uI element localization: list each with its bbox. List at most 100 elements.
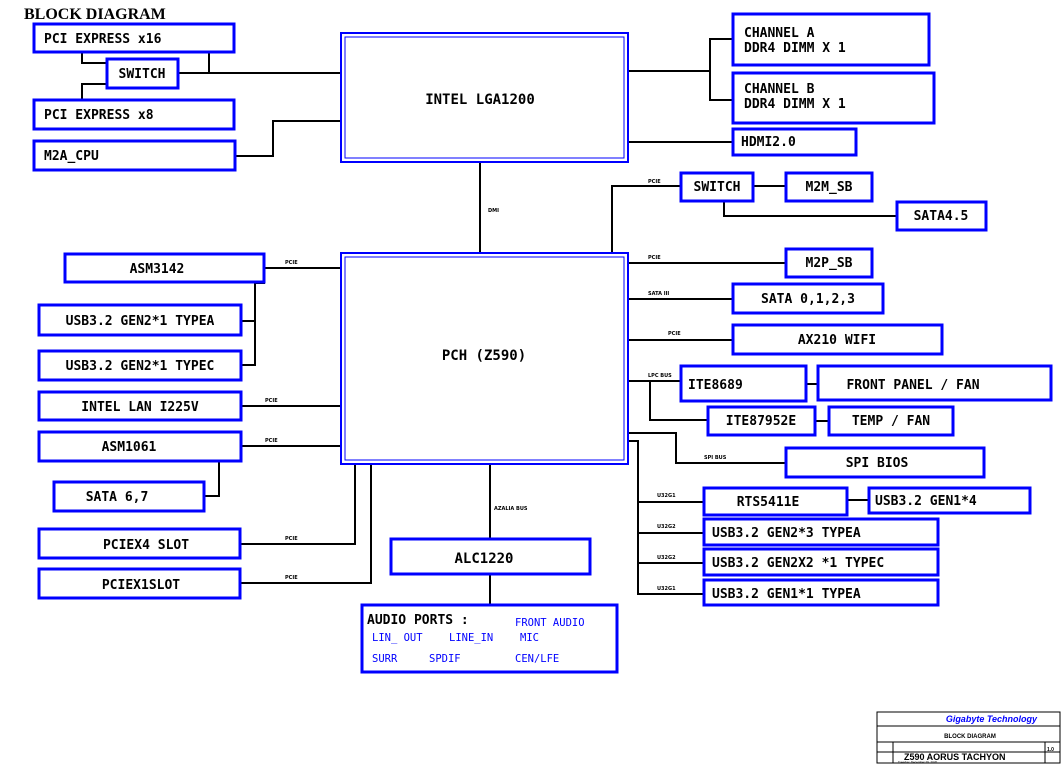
sata67-block: SATA 6,7 xyxy=(52,480,206,513)
alc1220-block: ALC1220 xyxy=(389,537,592,576)
front-panel-fan-block: FRONT PANEL / FAN xyxy=(816,364,1053,402)
bus-label-u32g2-b: U32G2 xyxy=(657,555,676,561)
bus-label-dmi: DMI xyxy=(488,208,499,214)
m2a-cpu-label: M2A_CPU xyxy=(44,149,99,164)
usb-gen1x1-block: USB3.2 GEN1*1 TYPEA xyxy=(702,578,940,607)
usb-typea-label: USB3.2 GEN2*1 TYPEA xyxy=(66,314,215,329)
bus-label-pcie-wifi: PCIE xyxy=(668,331,681,337)
rts5411e-label: RTS5411E xyxy=(737,495,800,510)
asm3142-label: ASM3142 xyxy=(130,262,185,277)
audio-surr: SURR xyxy=(372,653,398,665)
channel-a-line2: DDR4 DIMM X 1 xyxy=(744,41,846,56)
usb-gen2x3-block: USB3.2 GEN2*3 TYPEA xyxy=(702,517,940,547)
sata45-block: SATA4.5 xyxy=(895,200,988,232)
pci-x8-block: PCI EXPRESS x8 xyxy=(32,98,236,131)
pciex4-block: PCIEX4 SLOT xyxy=(37,527,242,560)
ite8689-label: ITE8689 xyxy=(688,378,743,393)
model-name: Z590 AORUS TACHYON xyxy=(904,752,1006,762)
lan-label: INTEL LAN I225V xyxy=(81,400,199,415)
switch-top-label: SWITCH xyxy=(119,67,166,82)
bus-label-azalia: AZALIA BUS xyxy=(494,506,528,512)
bus-label-sata3: SATA III xyxy=(648,291,669,297)
bus-label-pcie-x1: PCIE xyxy=(285,575,298,581)
hdmi-block: HDMI2.0 xyxy=(731,127,858,157)
bus-label-lpc: LPC BUS xyxy=(648,373,672,379)
bus-label-pcie-asm1061: PCIE xyxy=(265,438,278,444)
rts5411e-block: RTS5411E xyxy=(702,486,849,517)
bus-label-spi: SPI BUS xyxy=(704,455,727,461)
sata67-label: SATA 6,7 xyxy=(86,490,149,505)
usb-gen2x2-label: USB3.2 GEN2X2 *1 TYPEC xyxy=(712,556,884,571)
revision: 1.0 xyxy=(1047,747,1054,753)
temp-fan-block: TEMP / FAN xyxy=(827,405,955,437)
m2a-cpu-block: M2A_CPU xyxy=(32,139,237,172)
m2p-sb-block: M2P_SB xyxy=(784,247,874,279)
usb-gen2x3-label: USB3.2 GEN2*3 TYPEA xyxy=(712,526,861,541)
ite87952e-block: ITE87952E xyxy=(706,405,817,437)
temp-fan-label: TEMP / FAN xyxy=(852,414,930,429)
bus-label-pcie-asm3142: PCIE xyxy=(285,260,298,266)
audio-lin-out: LIN_ OUT xyxy=(372,632,423,644)
sheet-title: BLOCK DIAGRAM xyxy=(944,734,996,740)
channel-b-line1: CHANNEL B xyxy=(744,82,815,97)
ax210-block: AX210 WIFI xyxy=(731,323,944,356)
switch-right-label: SWITCH xyxy=(694,180,741,195)
company-name: Gigabyte Technology xyxy=(946,714,1038,724)
pci-x16-label: PCI EXPRESS x16 xyxy=(44,32,162,47)
channel-a-line1: CHANNEL A xyxy=(744,26,815,41)
audio-line-in: LINE_IN xyxy=(449,632,493,644)
cpu-label: INTEL LGA1200 xyxy=(425,92,535,108)
ite8689-block: ITE8689 xyxy=(679,364,808,403)
lan-block: INTEL LAN I225V xyxy=(37,390,243,422)
switch-top-block: SWITCH xyxy=(105,57,180,90)
audio-front: FRONT AUDIO xyxy=(515,617,585,629)
usb-typec-block: USB3.2 GEN2*1 TYPEC xyxy=(37,349,243,382)
asm3142-block: ASM3142 xyxy=(63,252,266,284)
usb-gen1x1-label: USB3.2 GEN1*1 TYPEA xyxy=(712,587,861,602)
pch-label: PCH (Z590) xyxy=(442,348,526,364)
front-panel-fan-label: FRONT PANEL / FAN xyxy=(846,378,979,393)
bus-label-u32g1-b: U32G1 xyxy=(657,586,676,592)
bus-label-u32g2-a: U32G2 xyxy=(657,524,676,530)
pci-x16-block: PCI EXPRESS x16 xyxy=(32,22,236,54)
channel-a-block: CHANNEL A DDR4 DIMM X 1 xyxy=(731,12,931,67)
usb-gen1x4-label: USB3.2 GEN1*4 xyxy=(875,494,977,509)
audio-mic: MIC xyxy=(520,632,539,644)
asm1061-block: ASM1061 xyxy=(37,430,243,463)
spi-bios-block: SPI BIOS xyxy=(784,446,986,479)
hdmi-label: HDMI2.0 xyxy=(741,135,796,150)
pch-block: PCH (Z590) xyxy=(340,252,629,465)
m2m-sb-block: M2M_SB xyxy=(784,171,874,203)
channel-b-line2: DDR4 DIMM X 1 xyxy=(744,97,846,112)
bus-label-u32g1-a: U32G1 xyxy=(657,493,676,499)
sata0123-block: SATA 0,1,2,3 xyxy=(731,282,885,315)
m2p-sb-label: M2P_SB xyxy=(806,256,853,271)
switch-right-block: SWITCH xyxy=(679,171,755,203)
audio-heading: AUDIO PORTS : xyxy=(367,613,469,628)
pci-x8-label: PCI EXPRESS x8 xyxy=(44,108,154,123)
pciex1-label: PCIEX1SLOT xyxy=(102,578,180,593)
audio-cen-lfe: CEN/LFE xyxy=(515,653,559,665)
ite87952e-label: ITE87952E xyxy=(726,414,796,429)
sheet-date: Tuesday, December 29, 2020 xyxy=(898,760,938,764)
asm1061-label: ASM1061 xyxy=(102,440,157,455)
m2m-sb-label: M2M_SB xyxy=(806,180,853,195)
usb-typea-block: USB3.2 GEN2*1 TYPEA xyxy=(37,303,243,337)
cpu-block: INTEL LGA1200 xyxy=(340,32,629,163)
bus-label-pcie-m2p: PCIE xyxy=(648,255,661,261)
sata45-label: SATA4.5 xyxy=(914,209,969,224)
sata0123-label: SATA 0,1,2,3 xyxy=(761,292,855,307)
audio-spdif: SPDIF xyxy=(429,653,461,665)
usb-typec-label: USB3.2 GEN2*1 TYPEC xyxy=(66,359,215,374)
pciex4-label: PCIEX4 SLOT xyxy=(103,538,189,553)
title-block: Gigabyte Technology BLOCK DIAGRAM Z590 A… xyxy=(876,711,1061,764)
usb-gen2x2-block: USB3.2 GEN2X2 *1 TYPEC xyxy=(702,547,940,577)
pciex1-block: PCIEX1SLOT xyxy=(37,567,242,600)
bus-label-pcie-x4: PCIE xyxy=(285,536,298,542)
alc1220-label: ALC1220 xyxy=(454,551,513,567)
usb-gen1x4-block: USB3.2 GEN1*4 xyxy=(867,486,1032,515)
diagram-title: BLOCK DIAGRAM xyxy=(24,6,166,23)
ax210-label: AX210 WIFI xyxy=(798,333,876,348)
spi-bios-label: SPI BIOS xyxy=(846,456,909,471)
